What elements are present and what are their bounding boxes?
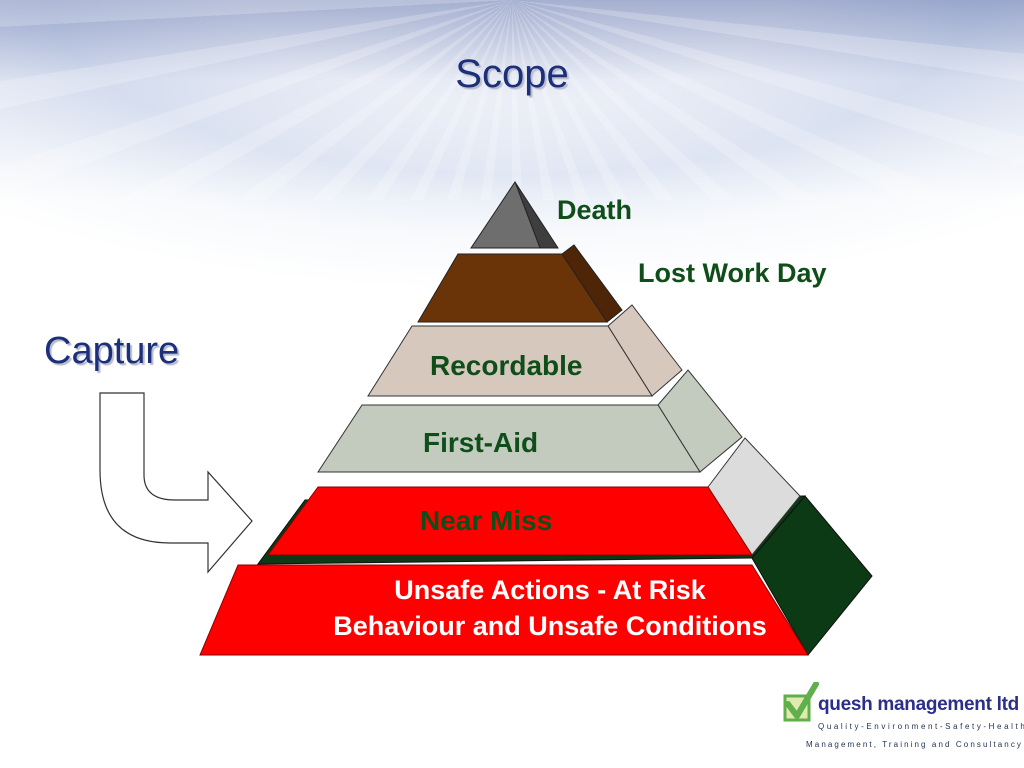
level-base-label: Unsafe Actions - At Risk Behaviour and U… [240, 572, 860, 644]
logo-tagline-1: Quality-Environment-Safety-Health [818, 722, 1024, 731]
tier-base-front [199, 564, 809, 656]
level-death-label: Death [557, 195, 633, 225]
tier-lost-work-day-front [417, 253, 608, 323]
level-near-miss-label: Near Miss [420, 505, 553, 536]
level-first-aid-label: First-Aid [423, 427, 539, 458]
tier-recordable-front [367, 325, 653, 397]
tier-first-aid-front [317, 404, 701, 473]
tier-near-miss-front [267, 486, 753, 556]
checkmark-icon [783, 682, 819, 722]
level-lost-work-day-label: Lost Work Day [638, 258, 827, 288]
company-logo: quesh management ltd Quality-Environment… [782, 680, 1024, 760]
slide-title: Scope [455, 52, 569, 96]
capture-label: Capture [44, 330, 180, 372]
level-base-label-line1: Unsafe Actions - At Risk [394, 575, 706, 605]
background-gradient [0, 0, 1024, 200]
logo-company-name: quesh management ltd [818, 694, 1019, 715]
level-recordable-label: Recordable [430, 350, 583, 381]
tier-death-front [470, 180, 541, 249]
capture-arrow [99, 392, 253, 574]
background-rays [0, 0, 1024, 200]
logo-tagline-2: Management, Training and Consultancy [806, 740, 1024, 749]
level-base-label-line2: Behaviour and Unsafe Conditions [333, 611, 767, 641]
